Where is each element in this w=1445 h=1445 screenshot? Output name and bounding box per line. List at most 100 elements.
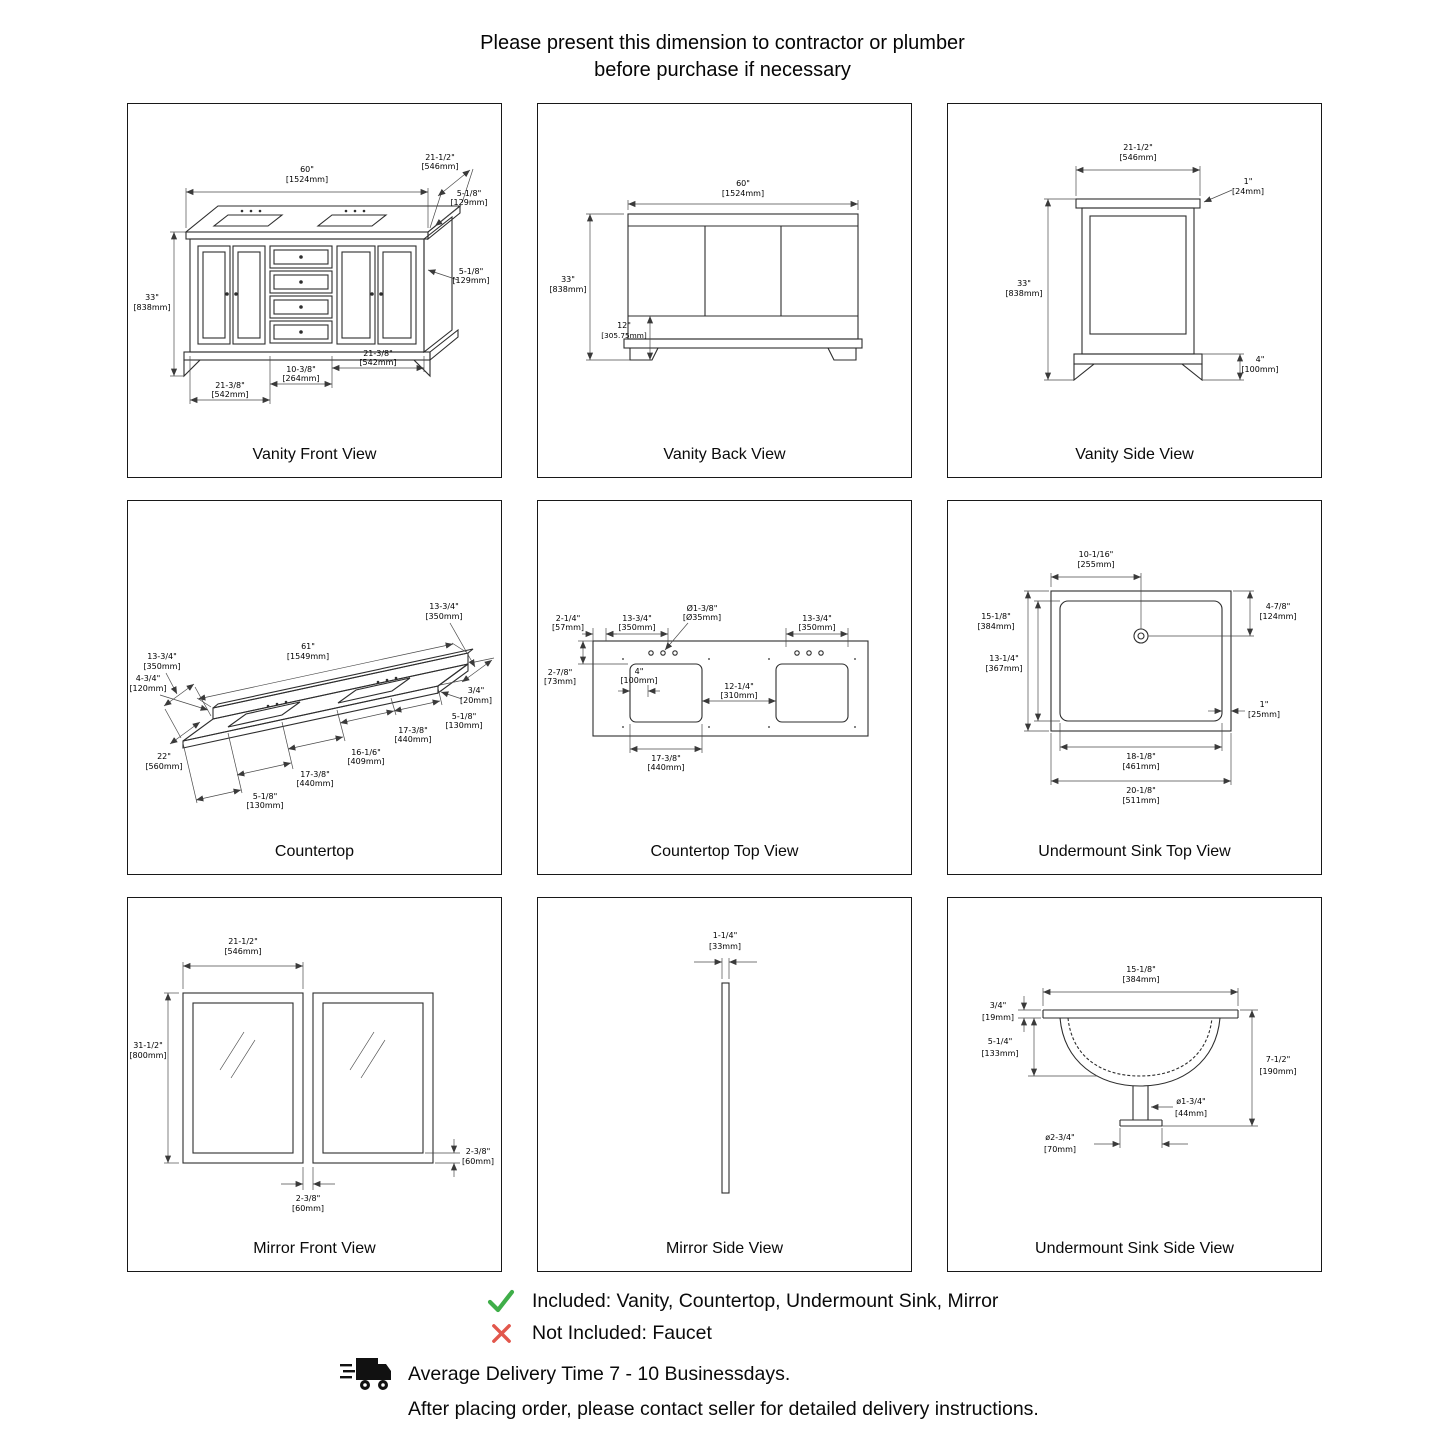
dim-label: 33" <box>1017 279 1031 288</box>
panel-title: Vanity Back View <box>663 446 786 463</box>
not-included-row: Not Included: Faucet <box>486 1322 712 1345</box>
dim-label: 21-1/2" <box>228 937 258 946</box>
sink-side-object <box>1042 1009 1239 1127</box>
mirror-front-object <box>182 992 434 1164</box>
dim-label: 21-3/8" <box>363 349 393 358</box>
dim-label: 5-1/8" <box>452 712 477 721</box>
dim-label: 12" <box>617 321 631 330</box>
countertop-top-drawing: 2-1/4" [57mm] 13-3/4" [350mm] Ø1-3/8" [Ø… <box>544 603 869 772</box>
header-note: Please present this dimension to contrac… <box>0 30 1445 84</box>
panel-title: Vanity Side View <box>1075 446 1194 463</box>
dim-label: [560mm] <box>145 762 182 771</box>
dim-label: [440mm] <box>647 763 684 772</box>
dim-label: [25mm] <box>1248 710 1280 719</box>
vanity-side-dimensions: 21-1/2" [546mm] 1" [24mm] 33" [838mm] 4"… <box>1005 143 1279 381</box>
dim-label: [264mm] <box>282 374 319 383</box>
panel-sink-top: 10-1/16" [255mm] 4-7/8" [124mm] 15-1/8" … <box>947 500 1322 875</box>
dim-label: [384mm] <box>977 622 1014 631</box>
dim-label: [130mm] <box>445 721 482 730</box>
sink-top-drawing: 10-1/16" [255mm] 4-7/8" [124mm] 15-1/8" … <box>977 550 1296 805</box>
dim-label: [60mm] <box>292 1204 324 1213</box>
dim-label: 1-1/4" <box>713 931 738 940</box>
dim-label: 18-1/8" <box>1126 752 1156 761</box>
dim-label: 4-7/8" <box>1266 602 1291 611</box>
dim-label: 33" <box>145 293 159 302</box>
dim-label: [350mm] <box>143 662 180 671</box>
dim-label: [60mm] <box>462 1157 494 1166</box>
dim-label: [409mm] <box>347 757 384 766</box>
dim-label: [124mm] <box>1259 612 1296 621</box>
dim-label: [57mm] <box>552 623 584 632</box>
panel-title: Vanity Front View <box>252 446 377 463</box>
dim-label: [546mm] <box>1119 153 1156 162</box>
dim-label: 2-7/8" <box>548 668 573 677</box>
delivery-row: Average Delivery Time 7 - 10 Businessday… <box>340 1354 790 1394</box>
dim-label: 10-1/16" <box>1079 550 1114 559</box>
dim-label: ø1-3/4" <box>1176 1097 1205 1106</box>
vanity-side-drawing: 21-1/2" [546mm] 1" [24mm] 33" [838mm] 4"… <box>1005 143 1279 382</box>
dim-label: 33" <box>561 275 575 284</box>
dim-label: 10-3/8" <box>286 365 316 374</box>
dim-label: 3/4" <box>468 686 485 695</box>
dim-label: [1524mm] <box>722 189 764 198</box>
dim-label: 60" <box>736 179 750 188</box>
dim-label: [542mm] <box>359 358 396 367</box>
dim-label: 4" <box>635 667 644 676</box>
delivery-note-row: After placing order, please contact sell… <box>408 1398 1039 1421</box>
dim-label: [44mm] <box>1175 1109 1207 1118</box>
dim-label: [384mm] <box>1122 975 1159 984</box>
dim-label: 1" <box>1244 177 1253 186</box>
mirror-side-object <box>721 982 730 1194</box>
dim-label: [511mm] <box>1122 796 1159 805</box>
panel-title: Mirror Side View <box>665 1240 784 1257</box>
included-text: Included: Vanity, Countertop, Undermount… <box>532 1289 999 1312</box>
dim-label: [129mm] <box>452 276 489 285</box>
dim-label: 1" <box>1260 700 1269 709</box>
dim-label: 12-1/4" <box>724 682 754 691</box>
dim-label: [350mm] <box>618 623 655 632</box>
countertop-dimensions: 61" [1549mm] 13-3/4" [350mm] 13-3/4" [35… <box>129 602 495 810</box>
dim-label: 13-3/4" <box>802 614 832 623</box>
panel-mirror-front: 21-1/2" [546mm] 31-1/2" [800mm] 2-3/8" [… <box>127 897 502 1272</box>
panel-countertop-top: 2-1/4" [57mm] 13-3/4" [350mm] Ø1-3/8" [Ø… <box>537 500 912 875</box>
panel-mirror-side: 1-1/4" [33mm] Mirror Side View <box>537 897 912 1272</box>
sink-top-dimensions: 10-1/16" [255mm] 4-7/8" [124mm] 15-1/8" … <box>977 550 1296 805</box>
delivery-time-text: Average Delivery Time 7 - 10 Businessday… <box>408 1362 791 1385</box>
dim-label: [Ø35mm] <box>683 612 721 622</box>
check-icon <box>486 1287 516 1315</box>
dim-label: 4" <box>1256 355 1265 364</box>
dim-label: [838mm] <box>133 303 170 312</box>
dim-label: [19mm] <box>982 1013 1014 1022</box>
panel-sink-side: 15-1/8" [384mm] 3/4" [19mm] 5-1/4" [133m… <box>947 897 1322 1272</box>
panel-vanity-front: 60" [1524mm] 21-1/2" [546mm] 5-1/8" [129… <box>127 103 502 478</box>
countertop-drawing: 61" [1549mm] 13-3/4" [350mm] 13-3/4" [35… <box>129 602 495 810</box>
panel-title: Mirror Front View <box>253 1240 376 1257</box>
dim-label: 5-1/4" <box>988 1037 1013 1046</box>
included-row: Included: Vanity, Countertop, Undermount… <box>486 1287 998 1315</box>
dim-label: 20-1/8" <box>1126 786 1156 795</box>
dim-label: [100mm] <box>1241 365 1278 374</box>
dim-label: [800mm] <box>129 1051 166 1060</box>
mirror-side-drawing: 1-1/4" [33mm] <box>694 931 757 1194</box>
dim-label: 13-3/4" <box>622 614 652 623</box>
truck-icon <box>340 1354 394 1394</box>
dim-label: [129mm] <box>450 198 487 207</box>
header-note-line2: before purchase if necessary <box>594 59 851 81</box>
panel-title: Undermount Sink Top View <box>1038 843 1231 860</box>
dim-label: 60" <box>300 165 314 174</box>
vanity-back-drawing: 60" [1524mm] 33" [838mm] 12" [305.75mm] <box>549 179 863 361</box>
dim-label: [190mm] <box>1259 1067 1296 1076</box>
dim-label: [70mm] <box>1044 1145 1076 1154</box>
panel-countertop: 61" [1549mm] 13-3/4" [350mm] 13-3/4" [35… <box>127 500 502 875</box>
dim-label: 2-1/4" <box>556 614 581 623</box>
dim-label: [24mm] <box>1232 187 1264 196</box>
dim-label: [440mm] <box>296 779 333 788</box>
panel-title: Undermount Sink Side View <box>1035 1240 1234 1257</box>
dim-label: [120mm] <box>129 684 166 693</box>
dim-label: 22" <box>157 752 171 761</box>
vanity-back-dimensions: 60" [1524mm] 33" [838mm] 12" [305.75mm] <box>549 179 859 361</box>
dim-label: [461mm] <box>1122 762 1159 771</box>
not-included-text: Not Included: Faucet <box>532 1322 712 1344</box>
dim-label: 31-1/2" <box>133 1041 163 1050</box>
